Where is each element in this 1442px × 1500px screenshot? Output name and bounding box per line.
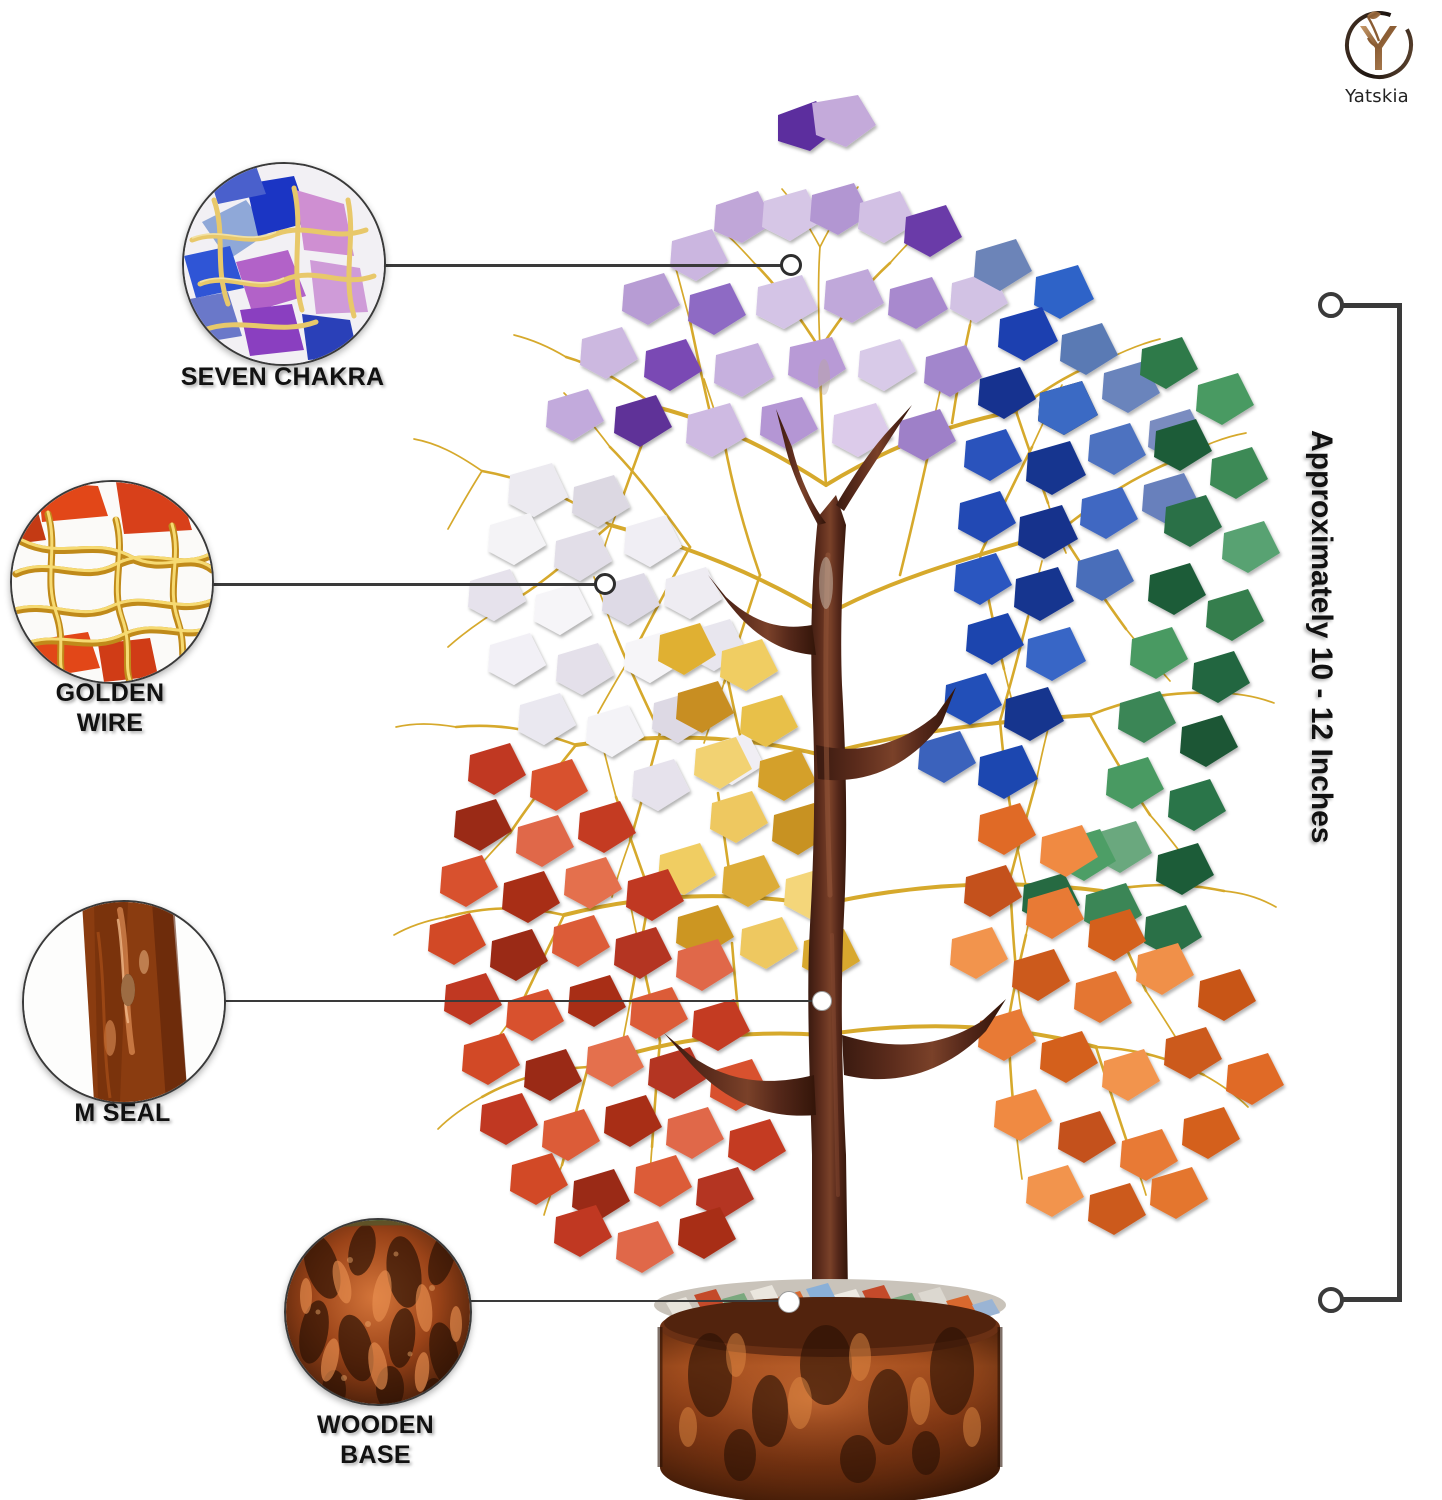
brand-logo: Yatskia (1318, 4, 1436, 140)
callout-endpoint-dot (780, 254, 802, 276)
gemstone-closeup-icon (184, 164, 384, 364)
bracket-bottom-arm (1342, 1297, 1402, 1302)
callout-label-m-seal: M SEAL (74, 1099, 171, 1127)
golden-wire-closeup-icon (12, 482, 212, 682)
tree-monogram-y-icon (1340, 4, 1418, 82)
callout-endpoint-dot (594, 573, 616, 595)
dimension-endpoint-circle-icon (1318, 1287, 1344, 1313)
gemstone-tree-photo (360, 55, 1320, 1500)
brand-name: Yatskia (1345, 86, 1409, 107)
callout-endpoint-dot (778, 1291, 800, 1313)
dimension-bracket (1318, 292, 1428, 1313)
callout-label-seven-chakra: SEVEN CHAKRA (180, 363, 385, 391)
bracket-top-arm (1342, 303, 1402, 308)
wooden-base-bubble (284, 1218, 472, 1406)
wood-bark-closeup-icon (286, 1220, 470, 1404)
golden-wire-bubble (10, 480, 214, 684)
resin-trunk-closeup-icon (24, 902, 224, 1102)
callout-label-golden-wire: GOLDEN WIRE (55, 679, 165, 737)
callout-leader-line (205, 583, 599, 586)
callout-leader-line (382, 264, 784, 267)
callout-leader-line (218, 1000, 822, 1002)
callout-endpoint-dot (812, 991, 832, 1011)
callout-label-wooden-base: WOODEN BASE (316, 1411, 435, 1469)
bracket-vertical-line (1397, 303, 1402, 1302)
dimension-endpoint-circle-icon (1318, 292, 1344, 318)
m-seal-bubble (22, 900, 226, 1104)
seven-chakra-bubble (182, 162, 386, 366)
callout-leader-line (462, 1300, 788, 1302)
